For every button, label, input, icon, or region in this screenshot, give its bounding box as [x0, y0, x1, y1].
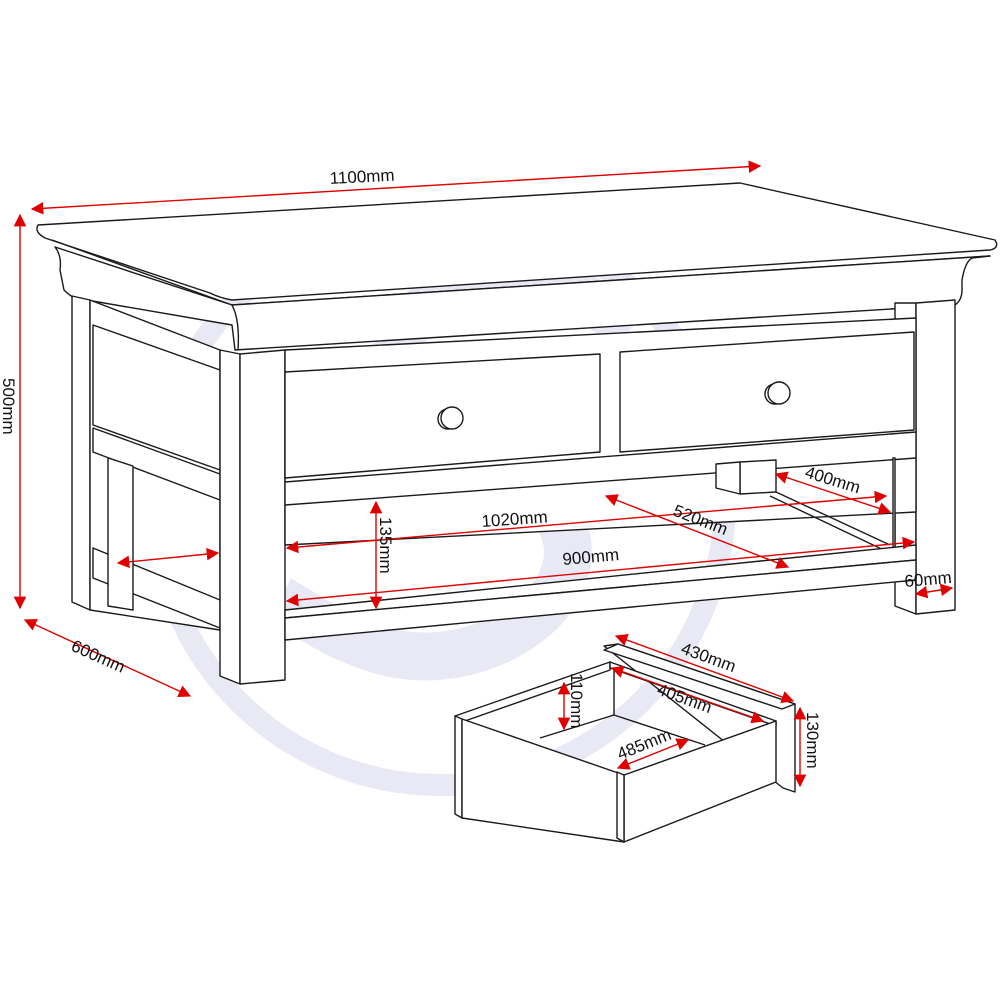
dim-arrow-overall-width [30, 160, 762, 215]
front-frame [284, 317, 917, 554]
label-overall-depth: 600mm [68, 636, 128, 676]
label-shelf-clearance: 135mm [376, 517, 395, 574]
label-drawer-inner-height: 110mm [567, 673, 586, 728]
dim-arrow-side-depth [774, 471, 892, 515]
dim-arrow-shelf-width [285, 536, 916, 607]
label-overall-width: 1100mm [329, 166, 395, 188]
front-left-leg [219, 349, 286, 685]
left-end-frame [71, 295, 221, 631]
label-shelf-width: 900mm [562, 545, 620, 569]
dim-arrow-shelf-depth [604, 494, 790, 569]
dim-arrow-end-shelf [116, 547, 220, 569]
dim-arrow-overall-depth [23, 619, 192, 697]
dim-arrow-drawer-inner-width [616, 738, 690, 770]
label-drawer-front-height: 130mm [803, 712, 822, 769]
dim-arrow-leg-width [914, 583, 954, 599]
dim-arrow-drawer-inner-depth [610, 665, 765, 724]
label-inner-width: 1020mm [481, 507, 548, 531]
dimension-arrows [13, 160, 954, 788]
drawer-knobs [437, 381, 791, 430]
label-overall-height: 500mm [0, 378, 18, 435]
label-leg-width: 60mm [904, 568, 953, 591]
